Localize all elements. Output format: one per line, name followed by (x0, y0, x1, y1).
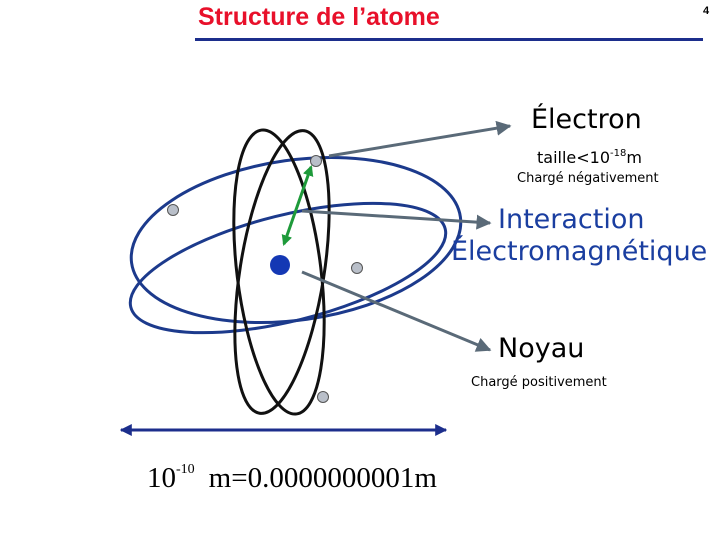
electron-label: Électron (531, 104, 642, 135)
slide-title: Structure de l’atome (198, 3, 440, 31)
electron-pointer-line (328, 120, 512, 158)
electron-size-label: taille<10-18m (537, 148, 642, 167)
orbit-black-right (233, 129, 331, 415)
orbit-blue-lower (128, 201, 448, 335)
electron-top (310, 155, 322, 167)
interaction-arrow (281, 164, 314, 247)
nucleus-label: Noyau (498, 333, 585, 364)
scale-exponent: -10 (176, 462, 195, 477)
electron-size-prefix: taille<10 (537, 148, 611, 167)
electron-bottom (317, 391, 329, 403)
electron-charge-label: Chargé négativement (517, 171, 659, 186)
scale-value: m=0.0000000001m (208, 462, 437, 494)
scale-base: 10 (147, 462, 176, 494)
nucleus-pointer-line (301, 270, 492, 352)
electron-size-unit: m (626, 148, 642, 167)
electron-right (351, 262, 363, 274)
scale-label: 10-10 m=0.0000000001m (147, 462, 437, 495)
electron-left (167, 204, 179, 216)
page-number: 4 (703, 5, 710, 17)
electron-size-exponent: -18 (610, 148, 627, 159)
interaction-label-line1: Interaction (498, 204, 645, 235)
interaction-label-line2: Électromagnétique (451, 236, 708, 267)
interaction-pointer-line (301, 209, 492, 230)
nucleus (270, 255, 290, 275)
nucleus-charge-label: Chargé positivement (471, 375, 607, 390)
title-underline (195, 38, 703, 41)
